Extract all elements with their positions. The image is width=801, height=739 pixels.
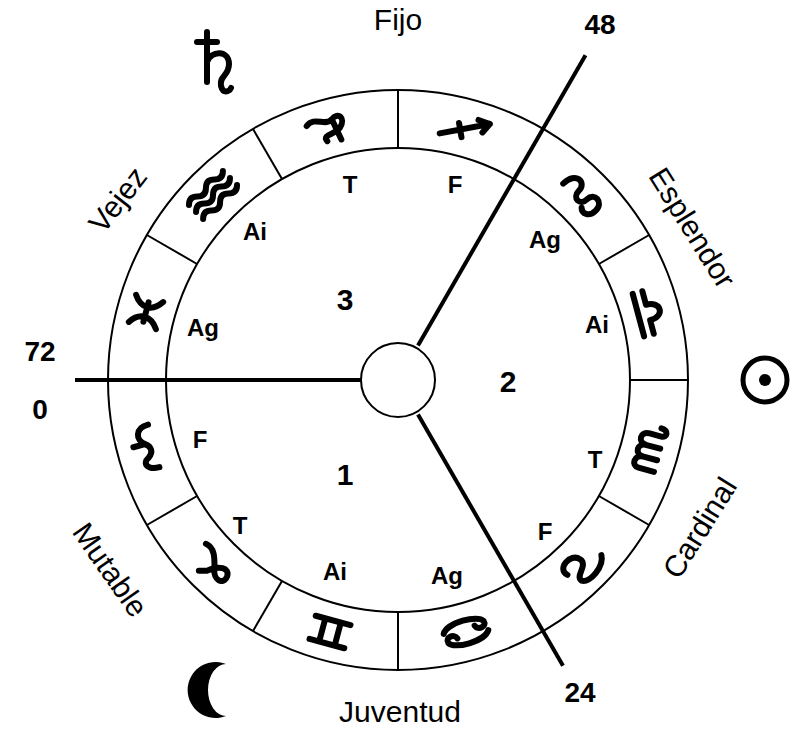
element-letter: T [343,173,358,197]
sector-number: 2 [500,367,517,397]
angle-number: 24 [564,679,595,707]
cell-divider [599,496,649,525]
cell-divider [147,496,197,525]
angle-number: 0 [32,396,48,424]
sector-number: 3 [337,285,354,315]
element-letter: Ai [585,313,609,337]
angle-number: 48 [584,11,615,39]
element-letter: Ag [529,228,561,252]
cell-divider [630,379,688,381]
modality-label: Cardinal [658,473,743,584]
saturn-symbol [197,32,231,92]
cell-divider [599,235,649,264]
life-stage-label: Esplendor [643,163,740,293]
element-letter: T [233,514,248,538]
cell-divider [397,90,399,148]
sector-number: 1 [337,460,354,490]
sun-symbol [743,358,787,402]
element-letter: Ai [243,220,267,244]
sector-lines [75,55,586,666]
moon-symbol [188,662,226,718]
angle-number: 72 [24,338,55,366]
cell-divider [397,612,399,670]
life-stage-label: Vejez [84,162,153,238]
element-letter: Ag [187,316,219,340]
modality-label: Fijo [374,5,422,35]
element-letter: F [193,428,208,452]
element-letter: F [538,520,553,544]
cell-divider [147,235,197,264]
element-letter: F [448,173,463,197]
zodiac-glyphs [129,111,668,649]
cell-divider [253,581,282,631]
cell-divider [253,129,282,179]
element-letter: Ai [323,560,347,584]
modality-label: Mutable [67,518,153,623]
element-letter: T [588,448,603,472]
life-stage-label: Juventud [339,697,461,727]
element-letter: Ag [431,564,463,588]
